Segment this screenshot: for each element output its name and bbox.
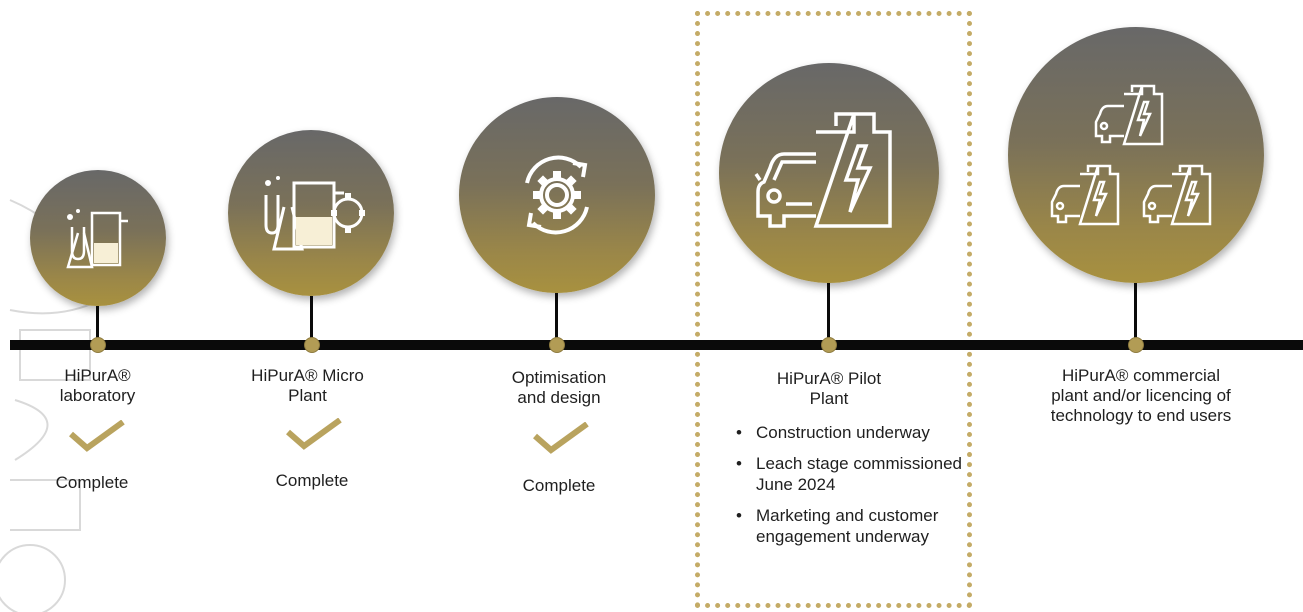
stage-commercial-label: HiPurA® commercial plant and/or licencin… [1050, 366, 1232, 425]
timeline-line [10, 340, 1303, 350]
stage-commercial-node [1128, 337, 1144, 353]
stage-optimisation-label: Optimisation and design [511, 368, 607, 407]
stage-laboratory-status: Complete [55, 473, 129, 492]
checkmark-icon [69, 420, 125, 452]
micro-plant-icon [264, 176, 365, 251]
stage-optimisation-node [549, 337, 565, 353]
stage-pilot-plant-label: HiPurA® Pilot Plant [776, 369, 882, 408]
stage-laboratory-label: HiPurA® laboratory [59, 366, 136, 405]
stage-laboratory-connector [96, 306, 99, 344]
stage-laboratory-circle [30, 170, 166, 306]
stage-micro-plant-circle [228, 130, 394, 296]
pilot-plant-highlight-box [695, 11, 972, 608]
stage-optimisation-connector [555, 293, 558, 344]
stage-commercial-circle [1008, 27, 1264, 283]
checkmark-icon [286, 418, 342, 450]
stage-micro-plant-status: Complete [275, 471, 349, 490]
stage-laboratory-node [90, 337, 106, 353]
laboratory-beakers-icon [66, 209, 128, 269]
list-item: Construction underway [734, 422, 964, 443]
multiple-car-battery-icon [1050, 84, 1212, 226]
stage-micro-plant-connector [310, 296, 313, 344]
stage-pilot-plant-circle [719, 63, 939, 283]
stage-optimisation-status: Complete [522, 476, 596, 495]
gear-cycle-icon [525, 155, 589, 235]
list-item: Marketing and customer engagement underw… [734, 505, 964, 547]
checkmark-icon [533, 422, 589, 454]
stage-pilot-plant-connector [827, 283, 830, 344]
stage-micro-plant-label: HiPurA® Micro Plant [251, 366, 364, 405]
list-item: Leach stage commissioned June 2024 [734, 453, 964, 495]
pilot-plant-bullet-list: Construction underway Leach stage commis… [734, 422, 964, 557]
stage-commercial-connector [1134, 283, 1137, 344]
stage-micro-plant-node [304, 337, 320, 353]
stage-optimisation-circle [459, 97, 655, 293]
car-battery-icon [754, 112, 892, 228]
stage-pilot-plant-node [821, 337, 837, 353]
watermark-icon [0, 199, 102, 612]
